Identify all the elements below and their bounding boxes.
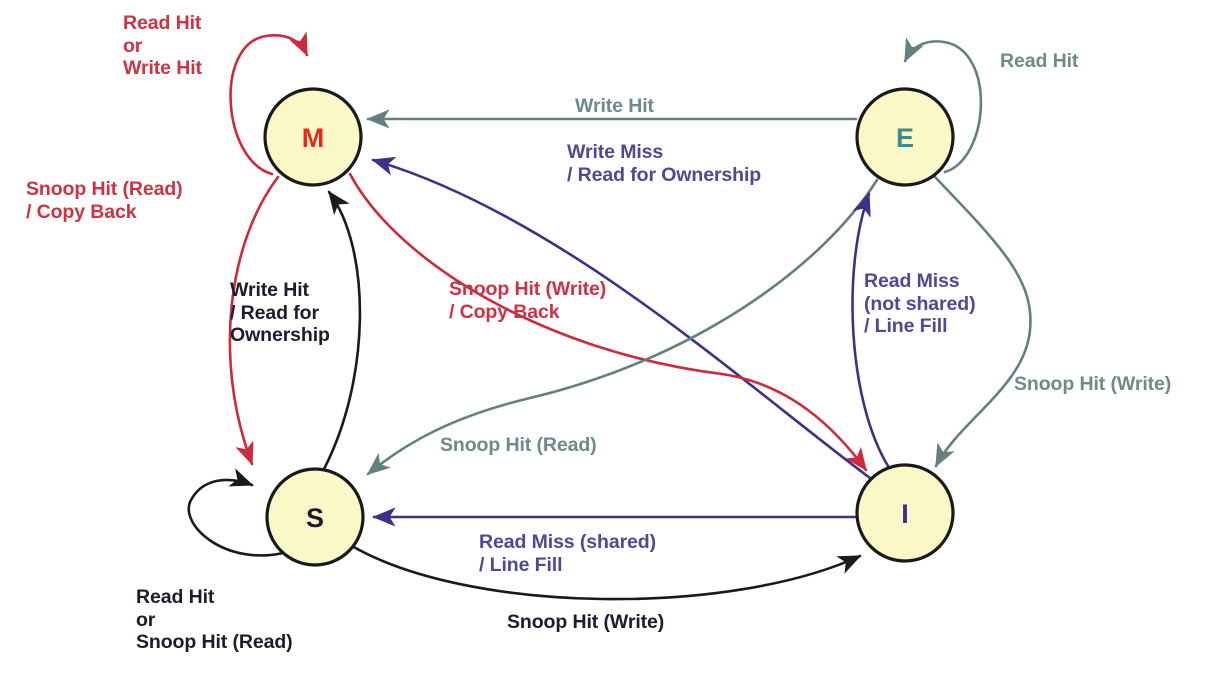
- edge-s-to-m: [322, 190, 362, 471]
- state-label-m: M: [302, 123, 325, 153]
- edge-label-i-to-s: Read Miss (shared) / Line Fill: [479, 531, 656, 576]
- edge-label-line: Read Hit: [1000, 50, 1079, 72]
- edge-label-i-to-m: Write Miss / Read for Ownership: [567, 141, 761, 186]
- edge-label-m-to-i: Snoop Hit (Write) / Copy Back: [449, 278, 606, 323]
- edge-label-line: Read Miss (shared): [479, 531, 657, 553]
- edge-label-line: Write Hit: [123, 57, 202, 80]
- edge-label-line: Snoop Hit (Write): [507, 611, 665, 633]
- edge-label-e-to-s: Snoop Hit (Read): [440, 434, 597, 457]
- edge-label-s-to-i: Snoop Hit (Write): [507, 611, 664, 634]
- edge-label-i-to-e: Read Miss (not shared) / Line Fill: [864, 270, 976, 338]
- edge-label-line: Write Hit: [230, 279, 309, 301]
- edge-label-line: Read Miss: [864, 270, 960, 292]
- state-label-i: I: [901, 499, 909, 529]
- state-label-e: E: [896, 123, 914, 153]
- state-node-I[interactable]: I: [855, 463, 955, 563]
- edge-label-line: / Line Fill: [479, 553, 563, 576]
- edge-m-to-s: [228, 175, 280, 466]
- edge-label-e-to-m: Write Hit: [575, 95, 654, 118]
- edge-label-m-self-loop: Read Hit or Write Hit: [123, 12, 202, 80]
- edge-label-line: Read Hit: [136, 586, 215, 608]
- edge-label-s-self-loop: Read Hit or Snoop Hit (Read): [136, 586, 293, 654]
- edge-e-to-s: [366, 178, 879, 476]
- edge-m-to-i: [348, 172, 868, 472]
- edge-label-line: Read Hit: [123, 12, 202, 34]
- state-circle-m[interactable]: [263, 87, 363, 187]
- edge-label-line: Snoop Hit (Write): [1014, 373, 1172, 395]
- edge-i-to-e: [851, 192, 890, 468]
- edge-label-line: / Read for: [230, 301, 319, 324]
- edge-label-s-to-m: Write Hit / Read for Ownership: [230, 279, 330, 347]
- edge-label-line: or: [136, 608, 156, 631]
- edge-label-line: Snoop Hit (Write): [449, 278, 607, 300]
- state-circle-s[interactable]: [265, 467, 365, 567]
- edge-m-self-loop: [229, 31, 309, 176]
- edge-e-to-i: [933, 175, 1032, 468]
- edge-label-line: / Copy Back: [449, 300, 560, 323]
- edge-label-line: Snoop Hit (Read): [136, 631, 293, 654]
- edge-label-line: Snoop Hit (Read): [440, 434, 597, 456]
- edge-label-line: / Line Fill: [864, 315, 948, 338]
- edge-label-line: Snoop Hit (Read): [26, 178, 183, 200]
- state-node-E[interactable]: E: [855, 87, 955, 187]
- state-node-M[interactable]: M: [263, 87, 363, 187]
- edge-i-to-m: [371, 156, 872, 480]
- edge-label-line: Ownership: [230, 324, 330, 347]
- edge-label-line: Write Hit: [575, 95, 654, 117]
- edge-e-self-loop: [903, 37, 983, 174]
- state-label-s: S: [306, 503, 324, 533]
- state-circle-e[interactable]: [855, 87, 955, 187]
- edge-label-line: / Read for Ownership: [567, 163, 762, 186]
- state-node-S[interactable]: S: [265, 467, 365, 567]
- edge-label-line: / Copy Back: [26, 200, 137, 223]
- state-circle-i[interactable]: [855, 463, 955, 563]
- edge-s-self-loop: [187, 468, 285, 557]
- edge-label-line: (not shared): [864, 292, 976, 315]
- edge-label-line: Write Miss: [567, 141, 664, 163]
- edge-label-m-to-s: Snoop Hit (Read) / Copy Back: [26, 178, 183, 223]
- edge-label-e-to-i: Snoop Hit (Write): [1014, 373, 1171, 396]
- edge-label-line: or: [123, 34, 143, 57]
- edge-s-to-i: [350, 544, 862, 601]
- edge-label-e-self-loop: Read Hit: [1000, 50, 1078, 73]
